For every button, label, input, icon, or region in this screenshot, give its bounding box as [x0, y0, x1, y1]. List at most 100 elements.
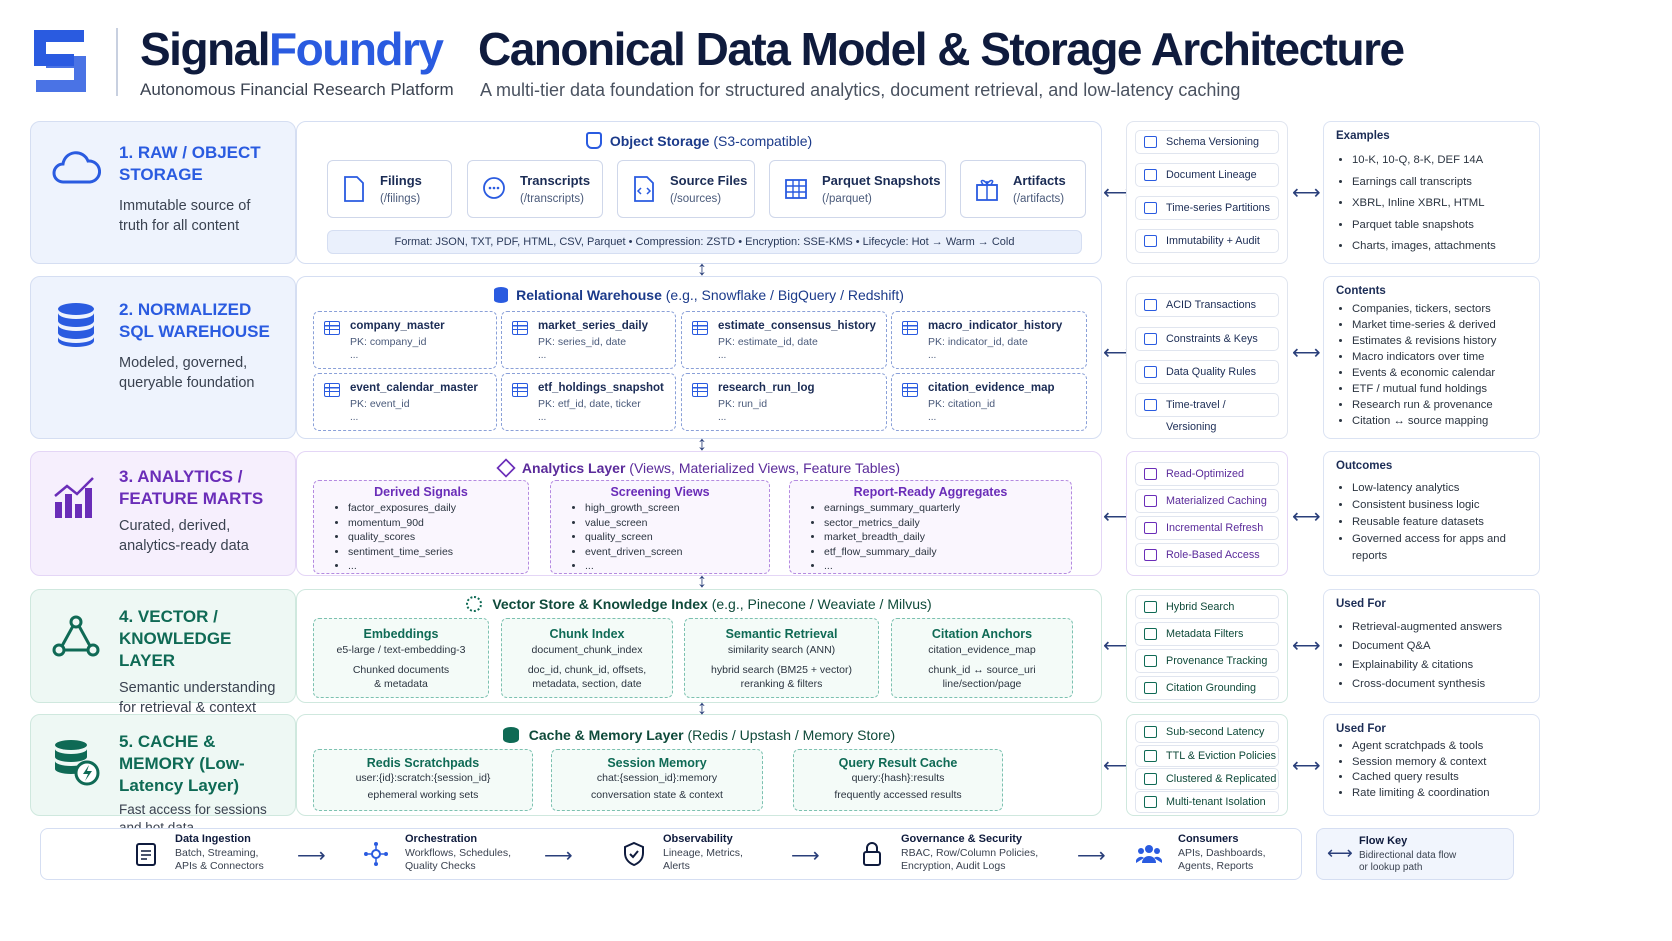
feature-item: Document Lineage — [1135, 163, 1279, 187]
bidirectional-arrow-icon: ⟷ — [1103, 182, 1132, 204]
document-icon — [344, 176, 364, 202]
table-ellipsis: ... — [928, 412, 937, 423]
analytics-group-report-aggregates[interactable]: Report-Ready Aggregates earnings_summary… — [789, 480, 1072, 574]
analytics-heading: Analytics Layer (Views, Materialized Vie… — [297, 458, 1101, 478]
cloud-icon — [52, 151, 101, 184]
tier-desc: Curated, derived, analytics-ready data — [119, 518, 249, 554]
card-line: metadata, section, date — [532, 678, 642, 690]
shield-icon — [624, 841, 644, 867]
info-list: 10-K, 10-Q, 8-K, DEF 14AEarnings call tr… — [1352, 150, 1527, 258]
brand-name: SignalFoundry — [140, 23, 444, 75]
file-card-transcripts[interactable]: Transcripts (/transcripts) — [467, 160, 603, 218]
search-icon — [1144, 601, 1157, 613]
card-line: chat:{session_id}:memory — [596, 772, 718, 784]
group-items: earnings_summary_quarterlysector_metrics… — [824, 501, 1071, 574]
info-used-for-vector: Used For Retrieval-augmented answersDocu… — [1323, 589, 1540, 703]
table-pk: PK: citation_id — [928, 398, 996, 410]
partition-icon — [1144, 202, 1157, 214]
right-arrow-icon: ⟶ — [1077, 845, 1106, 867]
table-name: citation_evidence_map — [928, 382, 1055, 394]
file-card-source-files[interactable]: Source Files (/sources) — [617, 160, 755, 218]
card-name: Embeddings — [363, 627, 439, 641]
table-ellipsis: ... — [350, 412, 359, 423]
info-contents: Contents Companies, tickers, sectorsMark… — [1323, 276, 1540, 439]
table-icon — [512, 383, 528, 397]
tier-raw-storage: 1. RAW / OBJECT STORAGE Immutable source… — [30, 121, 296, 264]
gift-box-icon — [976, 179, 998, 201]
card-line: citation_evidence_map — [928, 644, 1036, 656]
serving-icon — [1144, 468, 1157, 480]
features-vector: Hybrid Search Metadata Filters Provenanc… — [1126, 589, 1288, 703]
analytics-group-screening-views[interactable]: Screening Views high_growth_screenvalue_… — [550, 480, 770, 574]
table-pk: PK: event_id — [350, 398, 410, 410]
lock-icon — [863, 842, 881, 866]
table-pk: PK: run_id — [718, 398, 768, 410]
table-name: estimate_consensus_history — [718, 320, 876, 332]
vertical-flow-arrow-2: ↕ — [697, 433, 707, 455]
feature-item: Sub-second Latency — [1135, 721, 1279, 743]
vertical-flow-arrow-3: ↕ — [697, 570, 707, 592]
info-list: Companies, tickers, sectorsMarket time-s… — [1352, 301, 1527, 429]
tier-title: 3. ANALYTICS / FEATURE MARTS — [119, 467, 264, 508]
file-card-artifacts[interactable]: Artifacts (/artifacts) — [960, 160, 1086, 218]
object-storage-heading: Object Storage (S3-compatible) — [297, 132, 1101, 149]
card-line: & metadata — [374, 678, 428, 690]
info-heading: Examples — [1336, 130, 1390, 142]
table-pk: PK: indicator_id, date — [928, 336, 1028, 348]
feature-item: Time-travel / Versioning — [1135, 393, 1279, 433]
table-ellipsis: ... — [350, 350, 359, 361]
bidirectional-arrow-icon: ⟷ — [1327, 843, 1353, 863]
tier-desc: Semantic understanding for retrieval & c… — [119, 680, 276, 716]
file-card-path: (/sources) — [670, 193, 722, 205]
file-card-name: Transcripts — [520, 173, 591, 188]
feature-item: Materialized Caching — [1135, 489, 1279, 513]
features-raw: Schema Versioning Document Lineage Time-… — [1126, 121, 1288, 264]
filter-icon — [1144, 628, 1157, 640]
table-ellipsis: ... — [718, 350, 727, 361]
table-name: research_run_log — [718, 382, 815, 394]
feature-item: Provenance Tracking — [1135, 649, 1279, 673]
file-card-parquet[interactable]: Parquet Snapshots (/parquet) — [769, 160, 946, 218]
bidirectional-arrow-icon: ⟷ — [1292, 755, 1321, 777]
feature-item: Time-series Partitions — [1135, 196, 1279, 220]
group-items: high_growth_screenvalue_screenquality_sc… — [585, 501, 769, 574]
file-card-name: Parquet Snapshots — [822, 173, 941, 188]
analytics-group-derived-signals[interactable]: Derived Signals factor_exposures_dailymo… — [313, 480, 529, 574]
quality-icon — [1144, 366, 1157, 378]
card-line: query:{hash}:results — [851, 772, 945, 784]
file-card-filings[interactable]: Filings (/filings) — [327, 160, 452, 218]
file-card-path: (/artifacts) — [1013, 193, 1065, 205]
nodes-icon — [466, 596, 483, 612]
cache-db-icon — [55, 740, 100, 786]
table-ellipsis: ... — [538, 412, 547, 423]
card-name: Query Result Cache — [838, 756, 958, 770]
tier-desc: Modeled, governed, queryable foundation — [119, 355, 255, 391]
info-heading: Used For — [1336, 723, 1386, 735]
feature-item: Clustered & Replicated — [1135, 768, 1279, 790]
table-icon — [692, 383, 708, 397]
card-line: reranking & filters — [740, 678, 823, 690]
lineage-icon — [1144, 169, 1157, 181]
tier-desc: Immutable source of truth for all conten… — [119, 198, 251, 234]
file-card-path: (/filings) — [380, 193, 421, 205]
table-icon — [512, 321, 528, 335]
card-line: ephemeral working sets — [367, 789, 479, 801]
tier-title: 5. CACHE & MEMORY (Low-Latency Layer) — [119, 732, 245, 795]
card-line: user:{id}:scratch:{session_id} — [355, 772, 491, 784]
